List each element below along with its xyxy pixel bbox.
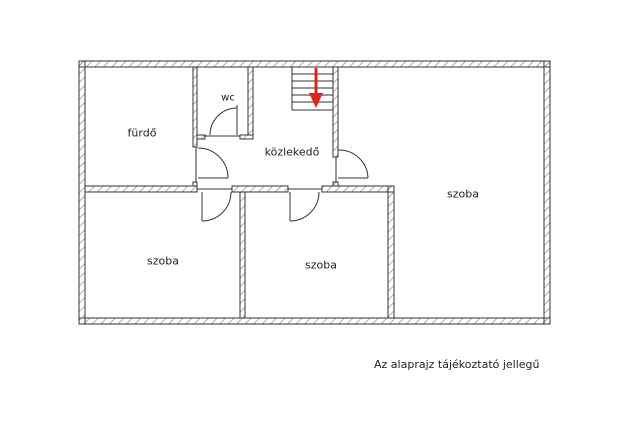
room-label-kozlekedo: közlekedő — [264, 145, 320, 159]
wall-mid-horizontal-right — [321, 185, 395, 193]
wall-left — [78, 60, 86, 325]
room-label-szoba-large: szoba — [447, 187, 479, 201]
wall-szoba-middle-right — [387, 185, 395, 319]
wall-furdo-right-lower — [192, 181, 198, 187]
wall-top — [78, 60, 551, 68]
wall-corridor-right-upper — [332, 66, 339, 158]
room-label-szoba-left: szoba — [147, 254, 179, 268]
doors — [195, 105, 369, 222]
wall-wc-bottom-right — [239, 134, 254, 140]
door-furdo — [195, 147, 229, 182]
wall-corridor-right-lower — [332, 181, 339, 187]
wall-bottom — [78, 317, 551, 325]
room-label-wc: wc — [221, 92, 235, 104]
door-szoba-middle — [288, 188, 322, 222]
wall-wc-bottom-left — [196, 134, 206, 140]
wall-furdo-right-upper — [192, 66, 198, 148]
door-szoba-left — [197, 188, 232, 222]
disclaimer-note: Az alaprajz tájékoztató jellegű — [374, 358, 540, 371]
door-wc — [205, 105, 240, 137]
wall-mid-horizontal-center — [231, 185, 289, 193]
door-szoba-large — [335, 149, 369, 182]
wall-right — [543, 60, 551, 325]
room-label-szoba-middle: szoba — [305, 258, 337, 272]
wall-szoba-left-right — [239, 191, 246, 319]
room-label-furdo: fürdő — [127, 126, 157, 140]
wall-wc-right — [247, 66, 254, 136]
wall-mid-horizontal-left — [84, 185, 198, 193]
walls — [78, 60, 551, 325]
staircase — [291, 66, 334, 111]
stair-direction-arrow-icon — [309, 68, 323, 108]
